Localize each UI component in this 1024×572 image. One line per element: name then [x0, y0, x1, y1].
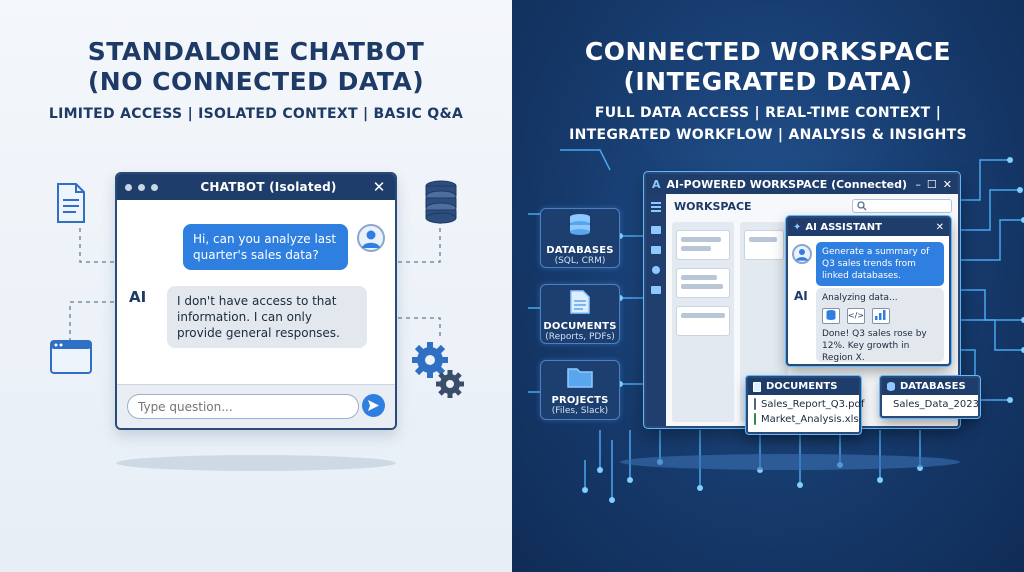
maximize-icon[interactable]: ☐	[926, 177, 937, 191]
chatbot-window-title: CHATBOT (Isolated)	[200, 180, 337, 194]
source-documents[interactable]: DOCUMENTS (Reports, PDFs)	[540, 284, 620, 344]
workspace-sidebar	[646, 194, 666, 426]
source-label: DATABASES	[546, 245, 614, 256]
documents-panel-title: DOCUMENTS	[748, 378, 859, 395]
file-row[interactable]: Sales_Report_Q3.pdf	[748, 395, 864, 413]
app-badge: A	[652, 177, 661, 191]
minimize-icon[interactable]: –	[915, 177, 921, 191]
source-label: DOCUMENTS	[543, 321, 617, 332]
source-databases[interactable]: DATABASES (SQL, CRM)	[540, 208, 620, 268]
file-name: Sales_Report_Q3.pdf	[761, 398, 865, 410]
source-detail: (Files, Slack)	[551, 406, 609, 416]
database-icon	[887, 382, 895, 391]
assistant-titlebar: ✦ AI ASSISTANT ✕	[788, 218, 949, 236]
ai-message-bubble: I don't have access to that information.…	[167, 286, 367, 348]
file-name: Market_Analysis.xls	[761, 413, 859, 425]
chart-icon	[871, 308, 890, 324]
assistant-user-message: Generate a summary of Q3 sales trends fr…	[816, 242, 944, 286]
database-icon	[424, 180, 458, 228]
kanban-card[interactable]	[676, 306, 730, 336]
file-row[interactable]: Market_Analysis.xls	[748, 413, 859, 428]
documents-title-text: DOCUMENTS	[766, 381, 838, 392]
kanban-card[interactable]	[676, 268, 730, 298]
sparkle-icon: ✦	[793, 221, 802, 233]
ai-assistant-panel: ✦ AI ASSISTANT ✕ Generate a summary of Q…	[786, 216, 951, 366]
source-projects[interactable]: PROJECTS (Files, Slack)	[540, 360, 620, 420]
workspace-search-input[interactable]	[852, 199, 952, 213]
databases-panel: DATABASES Sales_Data_2023	[880, 376, 980, 418]
window-dots	[125, 183, 158, 191]
close-icon[interactable]: ✕	[942, 177, 952, 191]
kanban-column	[672, 222, 734, 422]
database-row[interactable]: Sales_Data_2023	[882, 395, 979, 413]
paper-plane-icon[interactable]	[362, 394, 385, 417]
pdf-file-icon	[754, 398, 756, 410]
chatbot-window: CHATBOT (Isolated) ✕ Hi, can you analyze…	[115, 172, 397, 430]
document-icon	[56, 182, 86, 228]
documents-panel: DOCUMENTS Sales_Report_Q3.pdf Market_Ana…	[746, 376, 864, 434]
source-label: PROJECTS	[551, 395, 609, 406]
workspace-header: WORKSPACE	[674, 200, 752, 213]
chatbot-titlebar: CHATBOT (Isolated) ✕	[117, 174, 395, 200]
workspace-titlebar: A AI-POWERED WORKSPACE (Connected) – ☐ ✕	[646, 174, 958, 194]
left-title-line2: (NO CONNECTED DATA)	[87, 67, 425, 96]
left-subtitle: LIMITED ACCESS | ISOLATED CONTEXT | BASI…	[48, 106, 464, 122]
right-title-line1: CONNECTED WORKSPACE	[584, 37, 952, 66]
workspace-window-title: AI-POWERED WORKSPACE (Connected)	[666, 177, 907, 191]
spreadsheet-file-icon	[754, 413, 756, 425]
tool-icons: </>	[822, 308, 938, 324]
databases-title-text: DATABASES	[900, 381, 966, 392]
analyzing-status: Analyzing data...	[822, 293, 898, 303]
ai-label: AI	[129, 288, 147, 306]
user-message-bubble: Hi, can you analyze last quarter's sales…	[183, 224, 348, 270]
search-icon	[857, 201, 867, 211]
databases-panel-title: DATABASES	[882, 378, 978, 395]
database-icon	[570, 214, 590, 235]
document-icon	[753, 381, 761, 392]
user-avatar-icon	[357, 224, 385, 252]
database-name: Sales_Data_2023	[893, 398, 979, 410]
close-icon[interactable]: ✕	[935, 221, 944, 233]
ai-label: AI	[794, 289, 808, 303]
question-input[interactable]	[127, 394, 359, 419]
close-icon[interactable]: ✕	[372, 177, 386, 196]
assistant-ai-response: Analyzing data... </> Done! Q3 sales ros…	[816, 288, 944, 363]
left-title-line1: STANDALONE CHATBOT	[87, 37, 425, 66]
kanban-card[interactable]	[676, 230, 730, 260]
document-icon	[570, 290, 590, 314]
right-subtitle-line2: INTEGRATED WORKFLOW | ANALYSIS & INSIGHT…	[569, 127, 967, 143]
code-icon: </>	[846, 308, 865, 324]
database-icon	[822, 308, 840, 324]
right-subtitle-line1: FULL DATA ACCESS | REAL-TIME CONTEXT |	[594, 105, 942, 121]
user-avatar-icon	[792, 244, 812, 264]
browser-window-icon	[50, 340, 92, 378]
source-detail: (Reports, PDFs)	[545, 332, 615, 342]
chat-input-area	[117, 384, 395, 428]
right-title-line2: (INTEGRATED DATA)	[623, 67, 913, 96]
gears-icon	[410, 340, 466, 404]
source-detail: (SQL, CRM)	[554, 256, 606, 266]
analysis-result: Done! Q3 sales rose by 12%. Key growth i…	[822, 329, 927, 363]
folder-icon	[567, 368, 593, 388]
assistant-title: AI ASSISTANT	[805, 221, 882, 233]
kanban-card[interactable]	[744, 230, 784, 260]
